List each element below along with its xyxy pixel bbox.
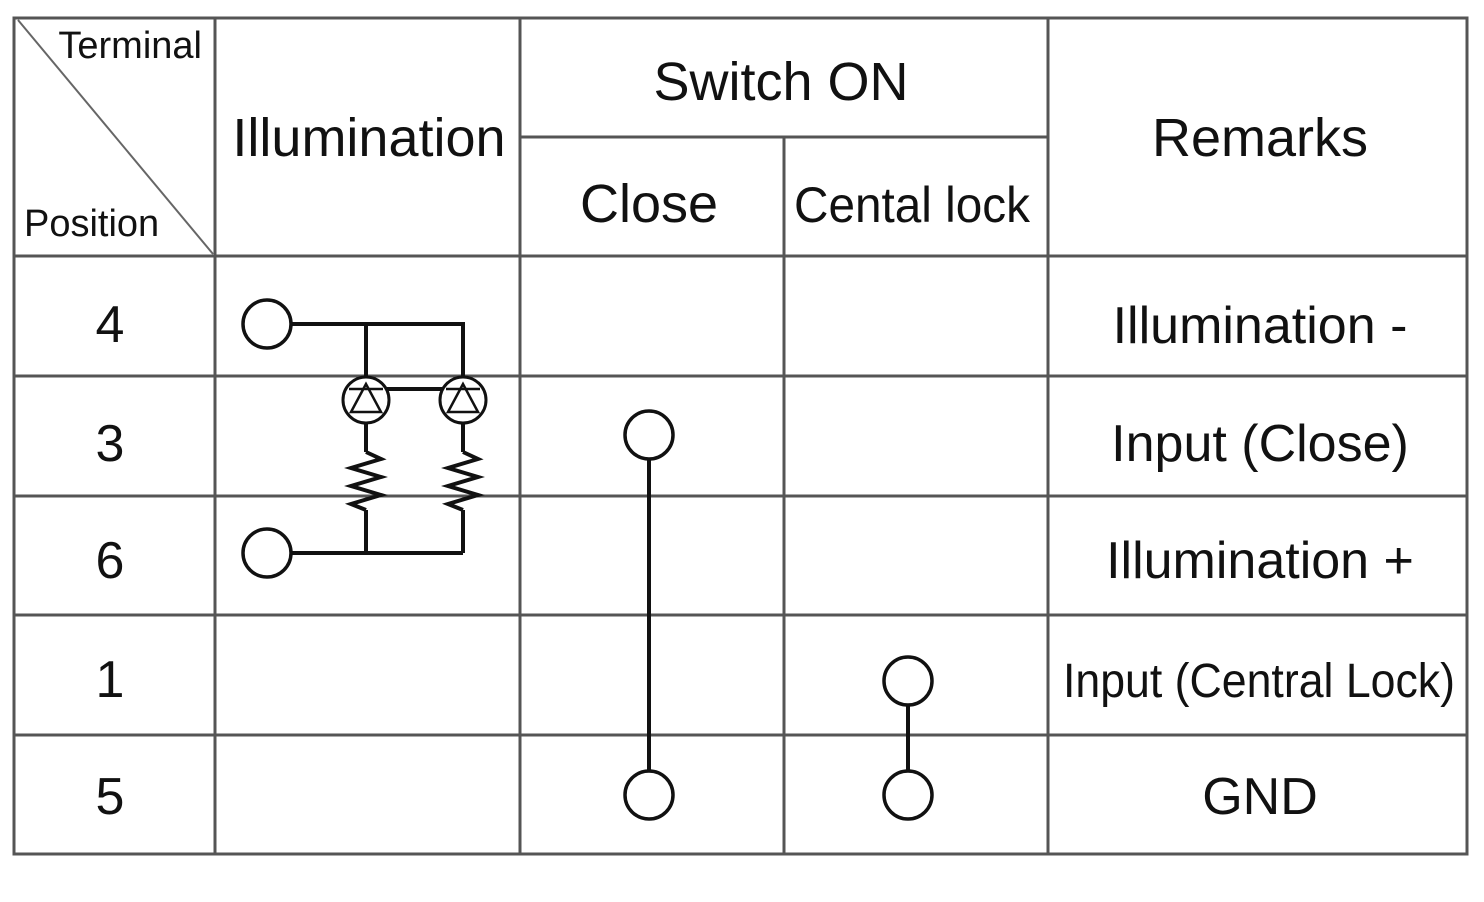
wire-terminal-4 <box>292 322 465 380</box>
position-label: 6 <box>96 532 125 590</box>
remark-text: Input (Close) <box>1111 415 1409 473</box>
led-left <box>341 375 391 425</box>
corner-terminal-label: Terminal <box>58 25 202 67</box>
header-remarks: Remarks <box>1152 108 1368 168</box>
led-right-triangle <box>445 381 481 414</box>
remark-text: Input (Central Lock) <box>1063 655 1455 708</box>
corner-position-label: Position <box>24 203 159 245</box>
header-central-lock: Cental lock <box>794 177 1031 233</box>
central-lock-connection <box>882 655 934 821</box>
position-label: 1 <box>96 651 125 709</box>
resistor-left <box>344 450 388 512</box>
terminal-4-node <box>241 298 293 350</box>
remark-text: Illumination - <box>1113 297 1408 355</box>
remark-text: GND <box>1202 768 1318 826</box>
header-switch-on: Switch ON <box>653 52 908 112</box>
led-left-triangle <box>348 381 384 414</box>
led-right <box>438 375 488 425</box>
remark-text: Illumination + <box>1106 532 1414 590</box>
central-lock-terminal-1-node <box>882 655 934 707</box>
close-terminal-3-node <box>623 409 675 461</box>
close-terminal-5-node <box>623 769 675 821</box>
resistor-right <box>441 450 485 512</box>
position-column: 4 3 6 1 5 <box>96 296 125 826</box>
close-switch-connection <box>623 409 675 821</box>
position-label: 3 <box>96 415 125 473</box>
corner-diagonal <box>17 19 214 255</box>
header-illumination: Illumination <box>232 108 505 168</box>
remarks-column: Illumination - Input (Close) Illuminatio… <box>1063 297 1455 826</box>
table-outline <box>12 16 1469 856</box>
table-grid <box>12 16 1469 856</box>
terminal-6-node <box>241 527 293 579</box>
table-header: Terminal Position Illumination Switch ON… <box>24 25 1368 245</box>
position-label: 4 <box>96 296 125 354</box>
position-label: 5 <box>96 768 125 826</box>
central-lock-terminal-5-node <box>882 769 934 821</box>
illumination-circuit <box>241 298 488 579</box>
header-close: Close <box>580 174 718 234</box>
